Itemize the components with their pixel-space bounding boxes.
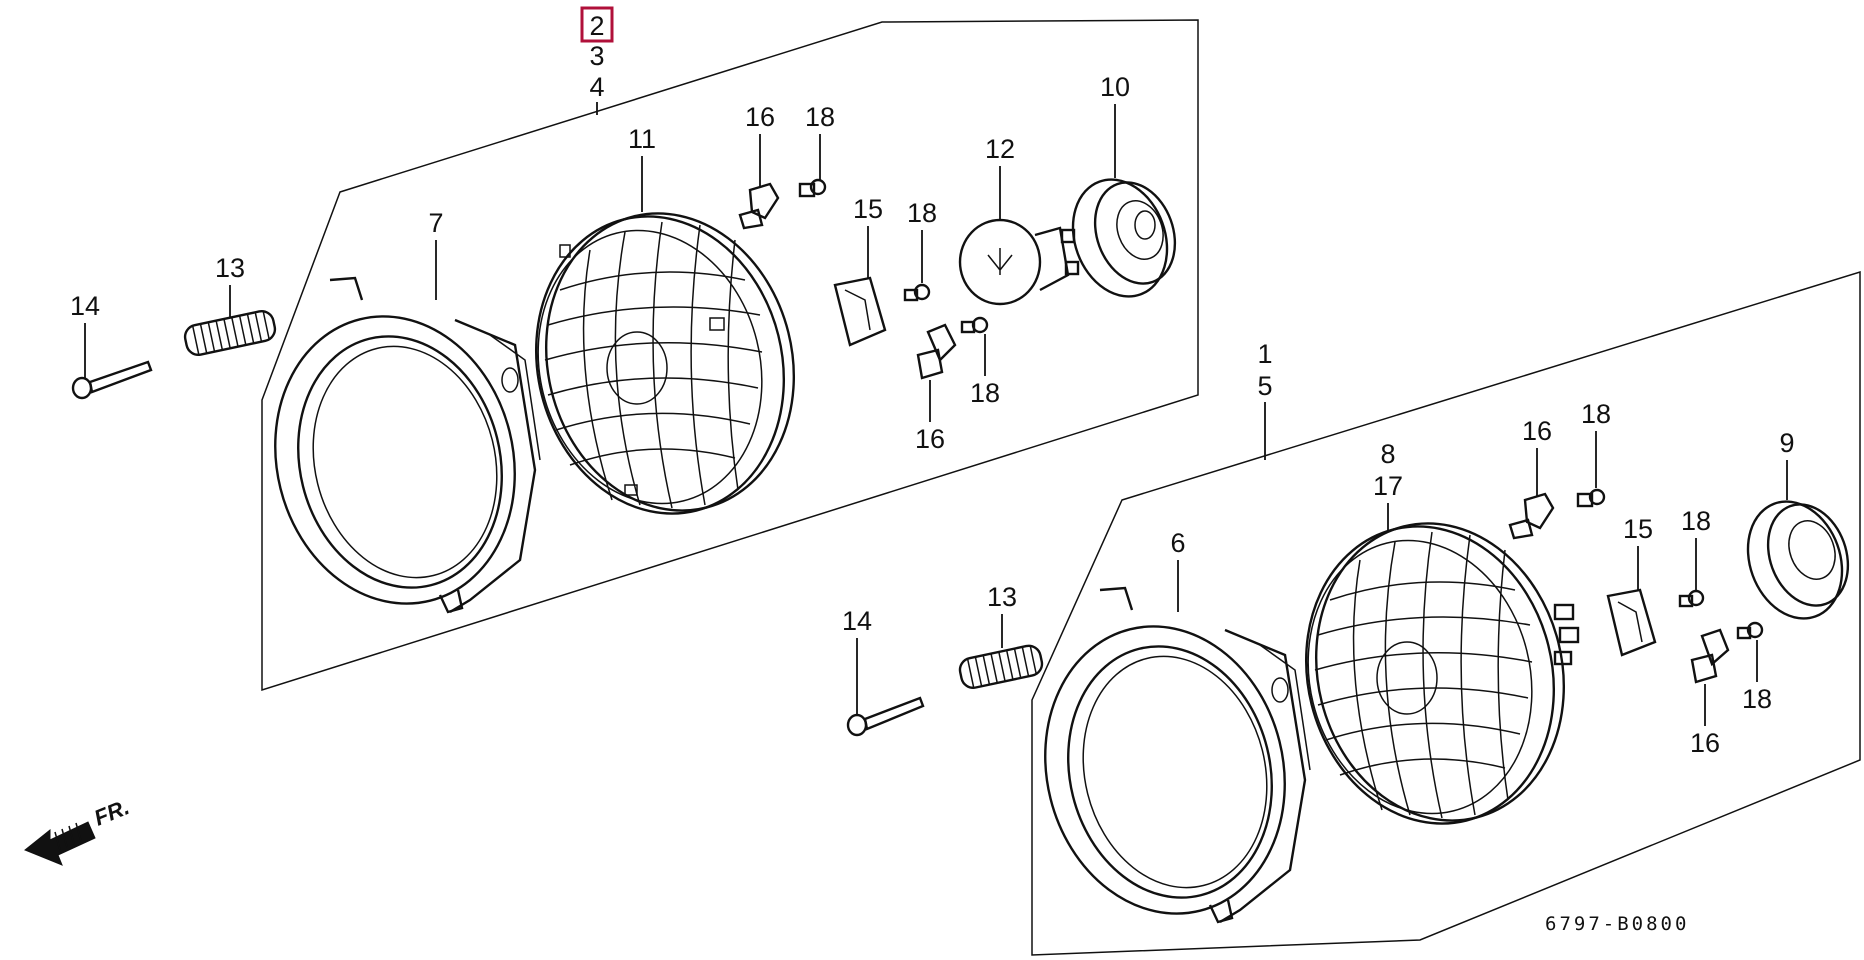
label-part-12[interactable]: 12 — [985, 134, 1015, 164]
screw-lower — [846, 696, 925, 737]
spring-upper — [183, 310, 277, 356]
label-part-16-lower-bottom[interactable]: 16 — [1690, 728, 1720, 758]
bracket-upper — [833, 276, 887, 347]
label-part-16-lower-top[interactable]: 16 — [1522, 416, 1552, 446]
sealed-beam-upper — [534, 212, 796, 515]
screw-upper — [71, 360, 153, 400]
label-part-14-upper[interactable]: 14 — [70, 291, 100, 321]
label-part-9[interactable]: 9 — [1779, 428, 1794, 458]
label-part-17[interactable]: 17 — [1373, 471, 1403, 501]
bulb-upper — [958, 218, 1080, 306]
ref-number-3[interactable]: 3 — [589, 41, 604, 71]
nut-upper-bottom — [960, 316, 989, 334]
label-part-10[interactable]: 10 — [1100, 72, 1130, 102]
sealed-beam-lower — [1304, 522, 1580, 825]
label-part-6[interactable]: 6 — [1170, 528, 1185, 558]
ref-number-5[interactable]: 5 — [1257, 371, 1272, 401]
label-part-7[interactable]: 7 — [428, 208, 443, 238]
upper-assembly-frame — [261, 19, 1199, 692]
highlight-box[interactable] — [580, 6, 614, 43]
label-part-18-mid[interactable]: 18 — [907, 198, 937, 228]
nut-lower-mid — [1678, 589, 1705, 608]
clip-upper-top — [738, 182, 780, 230]
label-part-13-upper[interactable]: 13 — [215, 253, 245, 283]
ref-number-1[interactable]: 1 — [1257, 339, 1272, 369]
nut-upper-mid — [903, 283, 931, 302]
front-label: FR. — [91, 794, 133, 830]
clip-upper-bottom — [916, 323, 957, 380]
nut-lower-top — [1576, 488, 1606, 508]
bezel-ring-lower — [1044, 586, 1311, 924]
front-arrow-icon — [24, 821, 96, 866]
bracket-lower — [1606, 588, 1657, 657]
label-part-15-lower[interactable]: 15 — [1623, 514, 1653, 544]
nut-upper-top — [798, 178, 827, 198]
drawing-code: 6797-B0800 — [1545, 913, 1689, 935]
label-part-16-bottom[interactable]: 16 — [915, 424, 945, 454]
clip-lower-bottom — [1690, 628, 1730, 684]
label-part-14-lower[interactable]: 14 — [842, 606, 872, 636]
clip-lower-top — [1508, 492, 1555, 540]
label-part-18-lower-bottom[interactable]: 18 — [1742, 684, 1772, 714]
spring-lower — [958, 644, 1044, 689]
nut-lower-bottom — [1736, 621, 1764, 640]
label-part-8[interactable]: 8 — [1380, 439, 1395, 469]
label-part-18-lower-top[interactable]: 18 — [1581, 399, 1611, 429]
label-part-18-lower-mid[interactable]: 18 — [1681, 506, 1711, 536]
socket-lower — [1746, 500, 1850, 620]
ref-number-2[interactable]: 2 — [589, 11, 604, 41]
label-part-11[interactable]: 11 — [628, 124, 656, 154]
bezel-ring-upper — [274, 276, 541, 614]
label-part-15-upper[interactable]: 15 — [853, 194, 883, 224]
label-part-18-bottom[interactable]: 18 — [970, 378, 1000, 408]
lower-assembly-frame — [1031, 270, 1861, 956]
label-part-18-top[interactable]: 18 — [805, 102, 835, 132]
label-part-13-lower[interactable]: 13 — [987, 582, 1017, 612]
label-part-16-top[interactable]: 16 — [745, 102, 775, 132]
socket-upper — [1071, 178, 1177, 298]
ref-number-4[interactable]: 4 — [589, 72, 604, 102]
